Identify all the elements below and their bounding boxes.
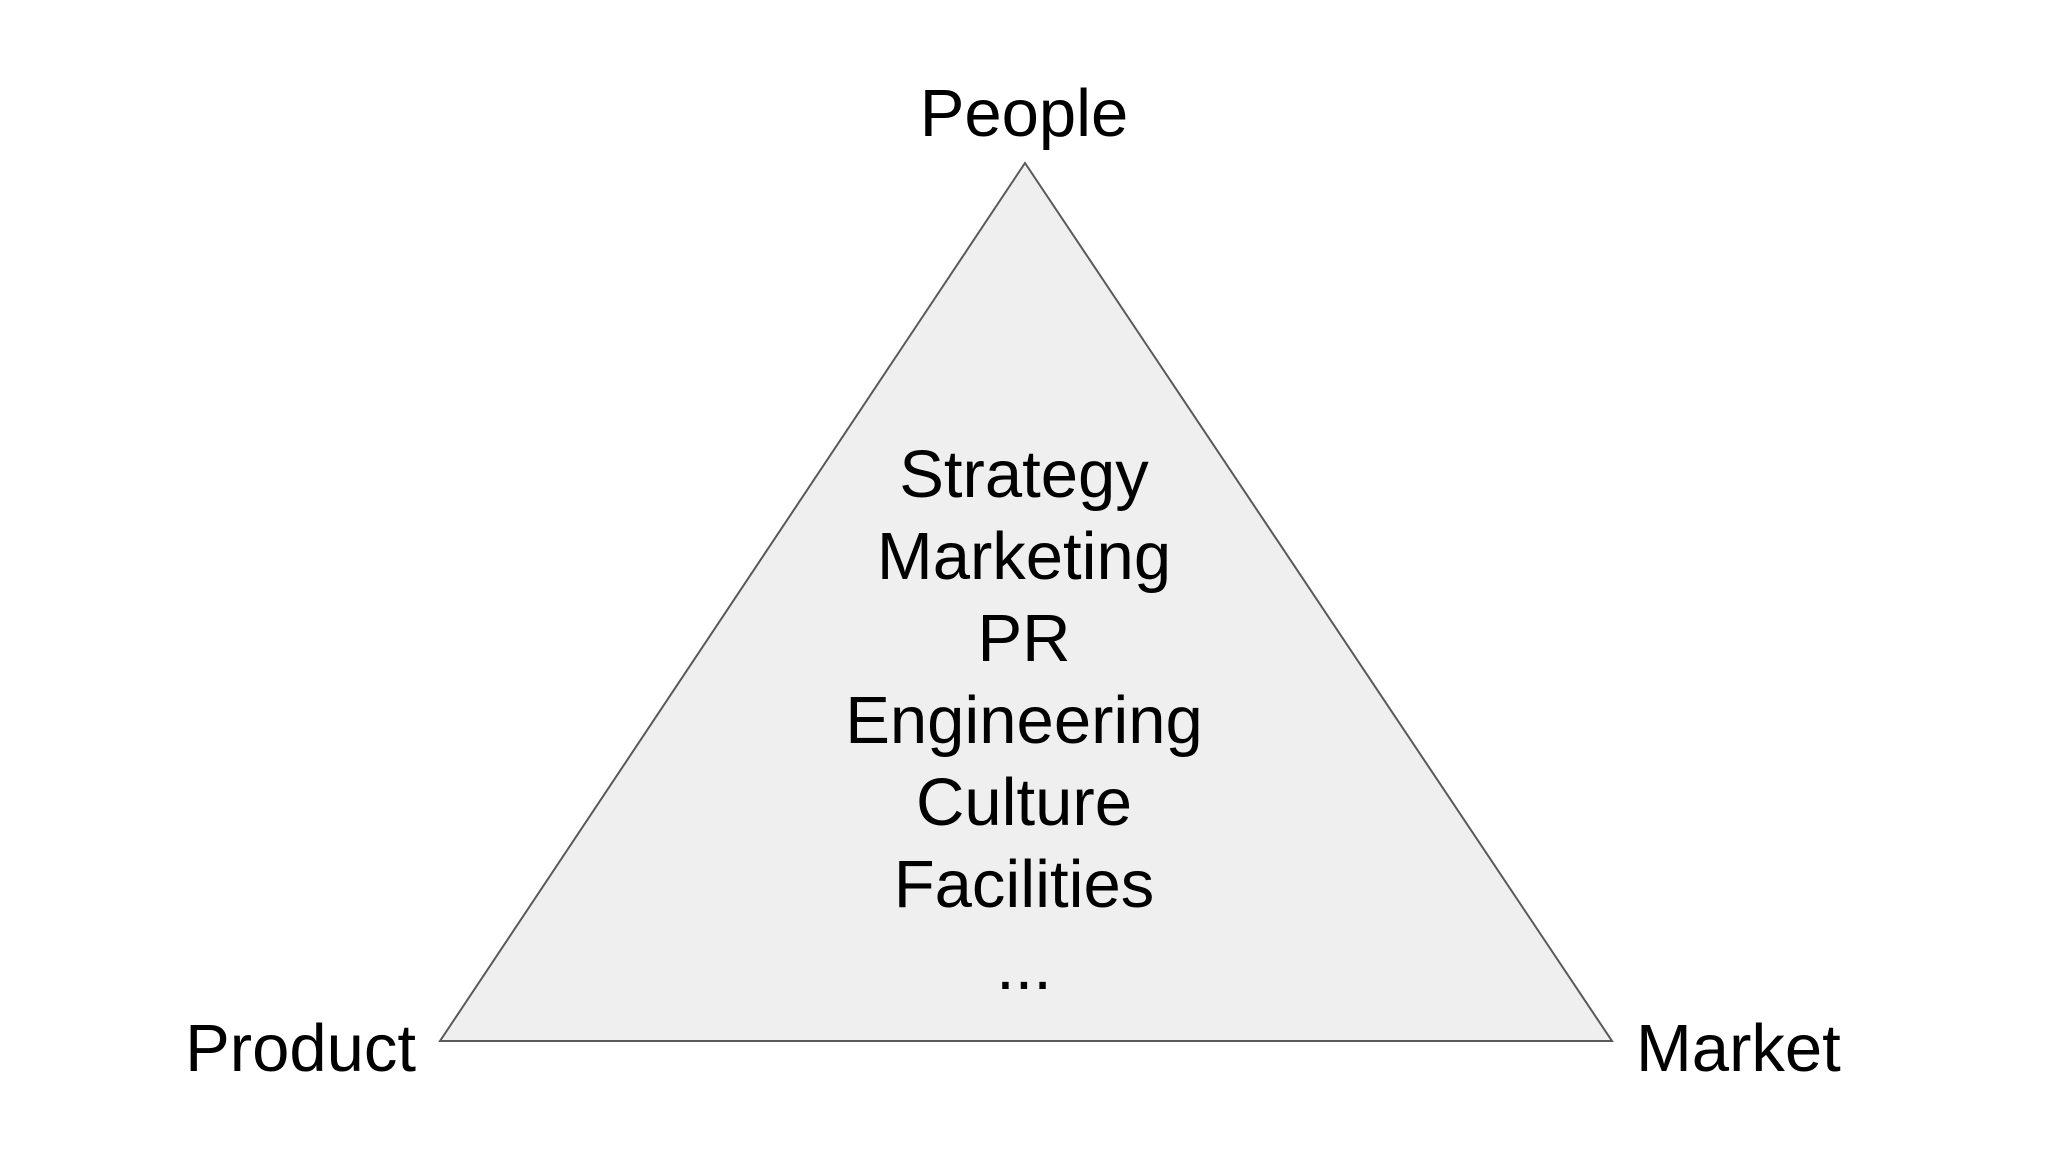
center-item-culture: Culture <box>916 765 1132 840</box>
vertex-label-people: People <box>919 76 1129 151</box>
vertex-label-market: Market <box>1636 1011 1841 1086</box>
center-item-ellipsis: ... <box>996 929 1052 1004</box>
triangle-shape <box>438 161 1614 1042</box>
center-item-facilities: Facilities <box>893 847 1155 922</box>
vertex-label-product: Product <box>185 1011 416 1086</box>
center-item-marketing: Marketing <box>876 519 1172 594</box>
center-item-strategy: Strategy <box>899 437 1149 512</box>
center-item-engineering: Engineering <box>845 683 1203 758</box>
triangle-center-list: Strategy Marketing PR Engineering Cultur… <box>845 434 1203 1008</box>
center-item-pr: PR <box>977 601 1071 676</box>
